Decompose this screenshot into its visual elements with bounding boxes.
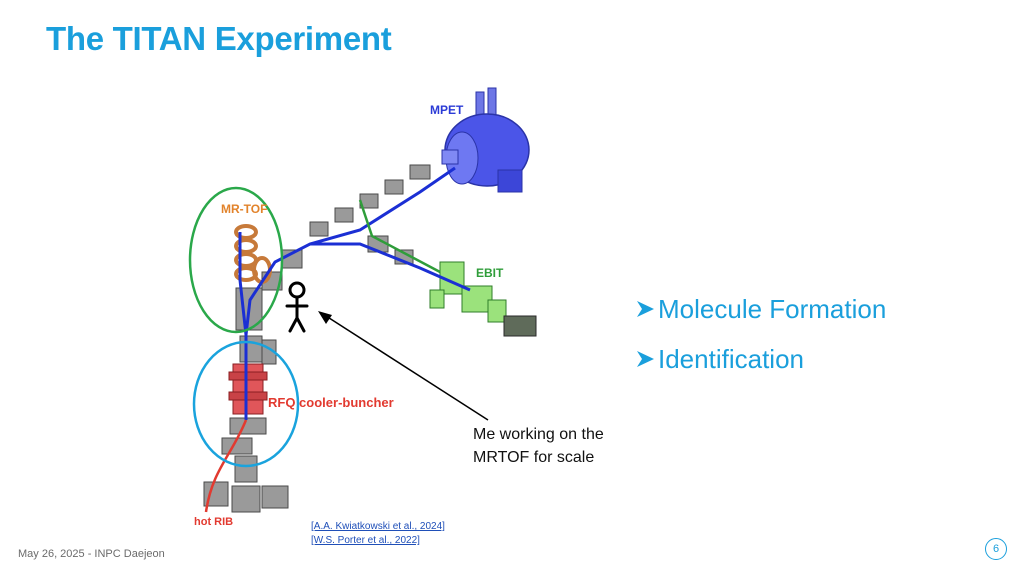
beam-line-hot-rib — [204, 419, 248, 513]
bullet-list: Molecule Formation Identification — [634, 284, 886, 384]
beamline-hardware — [203, 164, 431, 513]
label-mrtof: MR-TOF — [221, 202, 268, 216]
annotation-line: MRTOF for scale — [473, 449, 595, 466]
beam-line-ebit — [310, 242, 471, 292]
mpet-magnet-graphic — [441, 87, 530, 193]
footer-date-venue: May 26, 2025 - INPC Daejeon — [18, 548, 165, 560]
page-number: 6 — [985, 538, 1007, 560]
stick-figure-icon — [285, 281, 309, 333]
beam-line-ebit-return — [358, 199, 441, 274]
slide-title: The TITAN Experiment — [46, 20, 392, 57]
label-rfq: RFQ cooler-buncher — [268, 395, 394, 410]
beam-line-mrtof — [238, 232, 248, 336]
label-hot-rib: hot RIB — [194, 516, 234, 528]
mrtof-circle — [188, 186, 284, 334]
annotation-arrow — [325, 315, 489, 421]
rfq-circle — [192, 340, 300, 468]
bullet-item: Molecule Formation — [634, 284, 886, 334]
reference-link[interactable]: [W.S. Porter et al., 2022] — [311, 535, 420, 546]
ebit-graphic — [429, 261, 537, 337]
reference-link[interactable]: [A.A. Kwiatkowski et al., 2024] — [311, 521, 445, 532]
bullet-text: Identification — [658, 343, 804, 374]
mrtof-graphic — [234, 224, 272, 284]
label-ebit: EBIT — [476, 266, 504, 280]
references: [A.A. Kwiatkowski et al., 2024] [W.S. Po… — [311, 520, 445, 548]
arrow-bullet-icon — [637, 301, 654, 317]
bullet-item: Identification — [634, 334, 886, 384]
rfq-graphic — [228, 363, 268, 415]
arrow-bullet-icon — [637, 351, 654, 367]
bullet-text: Molecule Formation — [658, 293, 887, 324]
annotation-line: Me working on the — [473, 426, 604, 443]
titan-beamline-diagram — [180, 82, 560, 552]
label-mpet: MPET — [430, 103, 464, 117]
scale-annotation: Me working on the MRTOF for scale — [473, 423, 643, 469]
annotation-arrowhead — [318, 311, 332, 324]
